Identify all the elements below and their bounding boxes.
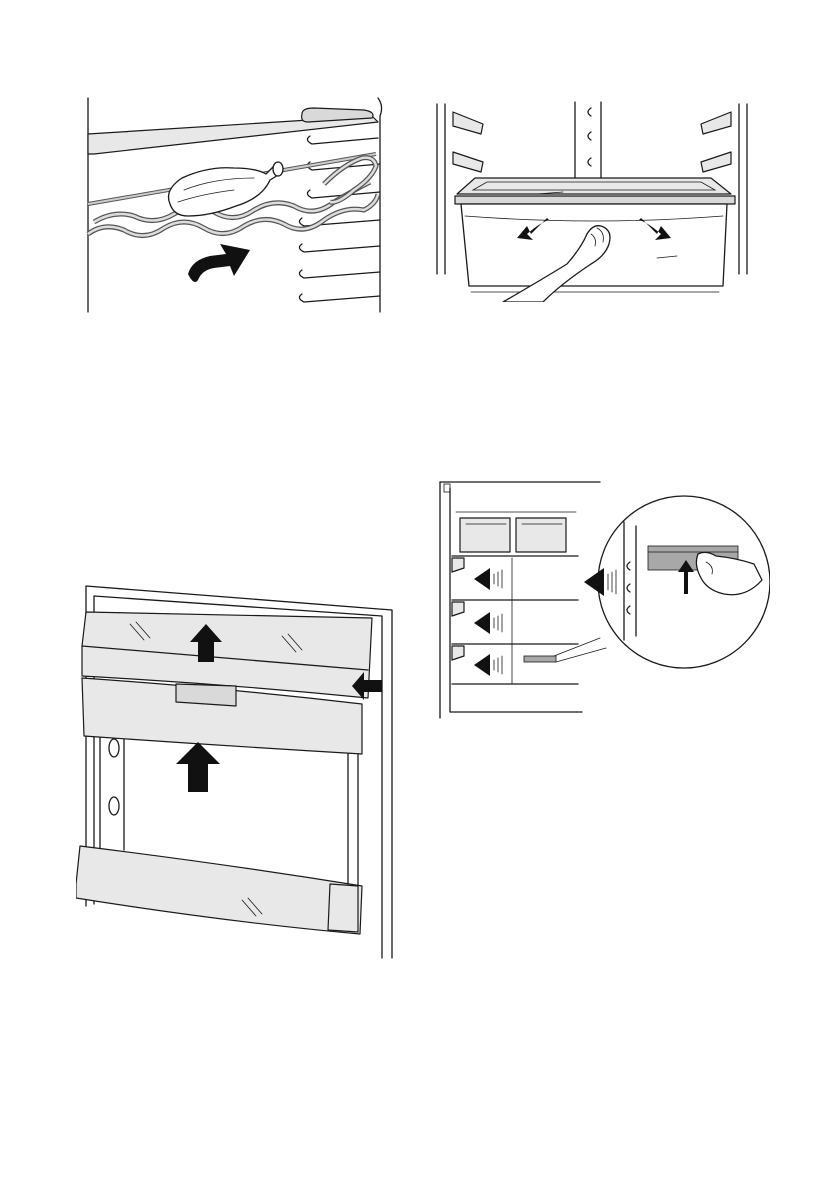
push-up-arrow-icon: [188, 244, 250, 282]
wine-rack-illustration: [84, 94, 389, 316]
release-tab-small: [524, 656, 556, 662]
lift-balcony-arrow-icon: [176, 742, 220, 792]
crisper-drawer-figure: [431, 98, 753, 302]
cover-frame: [455, 196, 735, 204]
wine-rack-figure: [84, 94, 389, 316]
bottom-balcony: [76, 846, 362, 934]
crisper-drawer-illustration: [431, 98, 753, 302]
drawer-glass-cover: [457, 178, 731, 194]
glass-shelf: [88, 116, 378, 154]
slide-arrows: [474, 568, 502, 676]
shelves: [452, 556, 578, 684]
shelf-release-illustration: [436, 472, 770, 720]
side-supports: [453, 112, 731, 172]
fridge-right-wall: [378, 98, 382, 312]
wine-bottle: [169, 162, 284, 216]
top-compartments: [460, 518, 566, 552]
balcony-handle: [176, 684, 236, 706]
door-balcony-figure: [76, 578, 402, 962]
shelf-release-figure: [436, 472, 770, 720]
zoom-slide-arrow-icon: [584, 568, 604, 596]
door-balcony-illustration: [76, 578, 402, 962]
